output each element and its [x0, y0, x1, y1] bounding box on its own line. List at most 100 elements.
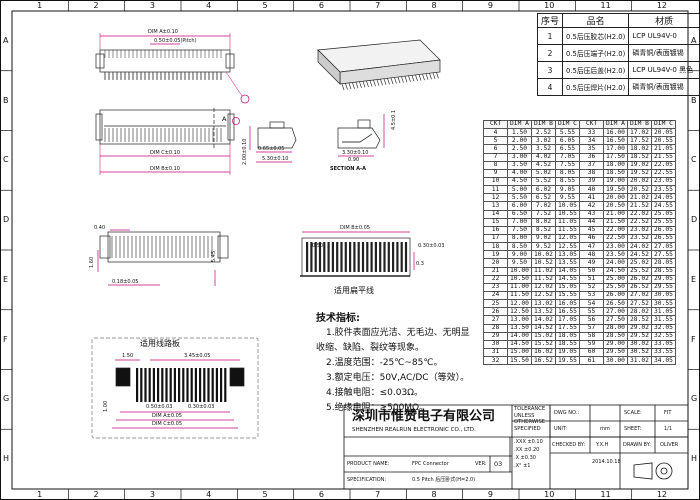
ckt-cell: 17 [483, 233, 508, 244]
ckt-cell: 10.05 [555, 201, 580, 211]
ckt-cell: 26.55 [651, 233, 676, 244]
column-label-7: 7 [375, 1, 381, 10]
ckt-cell: 25.05 [651, 209, 676, 219]
ckt-cell: 32.05 [651, 323, 676, 333]
ckt-cell: 10.50 [507, 274, 532, 284]
ckt-cell: 18 [483, 242, 508, 252]
fpc-dim-1: 0.50 [312, 243, 324, 249]
ckt-cell: 2.52 [531, 128, 556, 138]
parts-cell-name: 0.5后压焊片(H2.0) [562, 78, 630, 96]
ckt-cell: 12.55 [555, 242, 580, 252]
ckt-cell: 38 [579, 168, 604, 178]
row-label-H: H [691, 454, 698, 464]
ckt-cell: 14.50 [507, 339, 532, 349]
ckt-cell: 21.52 [627, 201, 652, 211]
ckt-cell: 18.50 [603, 168, 628, 178]
ckt-cell: 6.05 [555, 136, 580, 146]
tolerance-value: .XXX ±0.10 [514, 439, 543, 445]
ckt-cell: 17.52 [627, 136, 652, 146]
ckt-cell: 11.55 [555, 225, 580, 235]
ckt-cell: 23.55 [651, 185, 676, 195]
ckt-cell: 33 [579, 128, 604, 138]
section-view [337, 114, 385, 157]
spec-item: 1.胶件表面应光洁、无毛边、无明显 [326, 328, 470, 338]
ckt-cell: 24.50 [603, 266, 628, 276]
ckt-header-1: DIM A [507, 119, 532, 130]
tolerance-value: .XX ±0.20 [514, 447, 540, 453]
ckt-cell: 21.55 [651, 152, 676, 162]
section-dim-1: 0.90 [348, 157, 360, 163]
title-block-frame [343, 404, 689, 490]
ckt-cell: 31.55 [651, 315, 676, 325]
ckt-cell: 30 [483, 339, 508, 349]
ckt-cell: 22 [483, 274, 508, 284]
ckt-cell: 20.50 [603, 201, 628, 211]
column-label-8: 8 [431, 490, 437, 499]
ckt-cell: 24.00 [603, 258, 628, 268]
pcb-caption: 适用线路板 [140, 339, 180, 348]
ckt-cell: 29.05 [651, 274, 676, 284]
ckt-cell: 10.02 [531, 250, 556, 260]
parts-cell-no: 3 [536, 61, 564, 79]
ckt-cell: 10.52 [531, 258, 556, 268]
ckt-cell: 22.02 [627, 209, 652, 219]
dim-a-label: DIM A±0.10 [148, 29, 178, 35]
ckt-cell: 25.50 [603, 282, 628, 292]
ckt-cell: 42 [579, 201, 604, 211]
ckt-cell: 7.50 [507, 225, 532, 235]
top-view [95, 33, 250, 104]
ckt-cell: 60 [579, 347, 604, 358]
ckt-cell: 33.55 [651, 347, 676, 358]
ckt-cell: 16.50 [603, 136, 628, 146]
section-width: 3.30±0.10 [342, 150, 369, 156]
ckt-cell: 28.05 [651, 258, 676, 268]
ckt-cell: 16.00 [603, 128, 628, 138]
ckt-cell: 20.52 [627, 185, 652, 195]
ckt-cell: 4.52 [531, 160, 556, 170]
column-label-4: 4 [206, 490, 212, 499]
ckt-cell: 8.05 [555, 168, 580, 178]
ckt-cell: 27 [483, 315, 508, 325]
ckt-cell: 36 [579, 152, 604, 162]
spec-item: 4.接触电阻：≤0.03Ω。 [326, 388, 424, 398]
ckt-cell: 50 [579, 266, 604, 276]
ckt-cell: 14 [483, 209, 508, 219]
ckt-cell: 21.02 [627, 193, 652, 203]
ckt-cell: 15.55 [555, 290, 580, 301]
row-label-C: C [3, 155, 9, 165]
ckt-cell: 8 [483, 160, 508, 170]
ckt-cell: 26.00 [603, 290, 628, 301]
pcb-dim-3: 0.50±0.03 [146, 404, 173, 410]
column-label-9: 9 [487, 490, 493, 499]
ckt-cell: 13.50 [507, 323, 532, 333]
ckt-cell: 58 [579, 331, 604, 341]
ckt-cell: 8.50 [507, 242, 532, 252]
ckt-cell: 23.02 [627, 225, 652, 235]
ckt-cell: 4 [483, 128, 508, 138]
ckt-cell: 9.50 [507, 258, 532, 268]
ckt-cell: 13.02 [531, 299, 556, 309]
ckt-cell: 15.00 [507, 347, 532, 358]
side-view [249, 121, 297, 163]
ckt-cell: 49 [579, 258, 604, 268]
row-label-G: G [691, 394, 698, 404]
ckt-cell: 29.00 [603, 339, 628, 349]
fpc-caption: 适用扁平线 [334, 286, 374, 295]
ckt-cell: 1.50 [507, 128, 532, 138]
ckt-cell: 19.52 [627, 168, 652, 178]
ckt-cell: 17.02 [627, 128, 652, 138]
parts-cell-no: 2 [536, 44, 564, 62]
ckt-cell: 8.55 [555, 176, 580, 187]
parts-cell-material: LCP UL94V-0 [628, 27, 700, 45]
ckt-cell: 14.05 [555, 266, 580, 276]
column-label-6: 6 [318, 1, 324, 10]
ckt-cell: 3.50 [507, 160, 532, 170]
